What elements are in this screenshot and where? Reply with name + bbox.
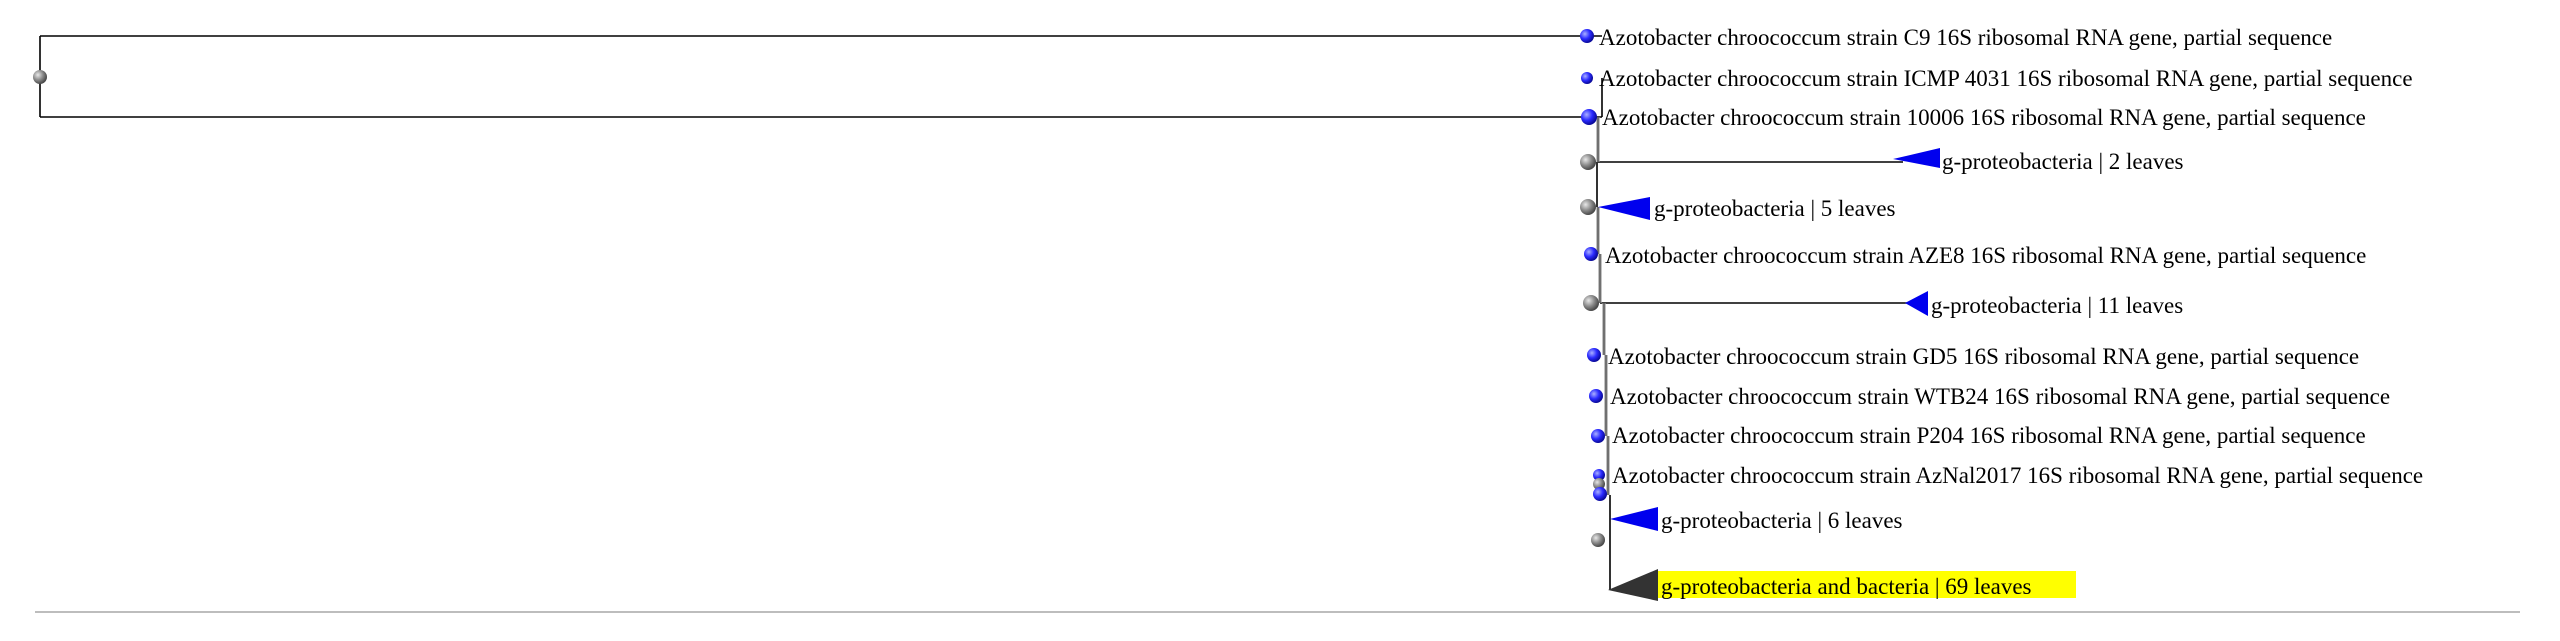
leaf-node-wtb24[interactable]: [1589, 389, 1603, 403]
collapsed-clade-5-leaves[interactable]: [1598, 197, 1650, 220]
clade-label-2-leaves[interactable]: g-proteobacteria | 2 leaves: [1942, 149, 2184, 174]
root-node[interactable]: [33, 70, 47, 84]
internal-node-11-leaves[interactable]: [1583, 295, 1599, 311]
leaf-node-10006[interactable]: [1581, 109, 1597, 125]
leaf-label-aze8[interactable]: Azotobacter chroococcum strain AZE8 16S …: [1605, 243, 2366, 268]
leaf-label-c9[interactable]: Azotobacter chroococcum strain C9 16S ri…: [1599, 25, 2332, 50]
leaf-label-p204[interactable]: Azotobacter chroococcum strain P204 16S …: [1612, 423, 2366, 448]
collapsed-clades: [1598, 148, 1940, 601]
internal-node-aznal2017[interactable]: [1593, 478, 1605, 490]
leaf-node-p204[interactable]: [1591, 429, 1605, 443]
leaf-node-aze8[interactable]: [1584, 247, 1598, 261]
highlight-69-leaves: [1658, 571, 2076, 598]
collapsed-clade-6-leaves[interactable]: [1610, 507, 1658, 531]
collapsed-clade-69-leaves[interactable]: [1608, 569, 1658, 601]
leaf-node-gd5[interactable]: [1587, 348, 1601, 362]
clade-label-11-leaves[interactable]: g-proteobacteria | 11 leaves: [1931, 293, 2183, 318]
clade-label-6-leaves[interactable]: g-proteobacteria | 6 leaves: [1661, 508, 1903, 533]
root-branch: [39, 35, 1602, 118]
leaf-label-aznal2017[interactable]: Azotobacter chroococcum strain AzNal2017…: [1612, 463, 2423, 488]
leaf-node-c9[interactable]: [1580, 29, 1594, 43]
leaf-label-icmp-4031[interactable]: Azotobacter chroococcum strain ICMP 4031…: [1599, 66, 2413, 91]
collapsed-clade-11-leaves[interactable]: [1905, 291, 1928, 316]
internal-node-2-leaves[interactable]: [1580, 154, 1596, 170]
leaf-label-wtb24[interactable]: Azotobacter chroococcum strain WTB24 16S…: [1610, 384, 2390, 409]
clade-label-5-leaves[interactable]: g-proteobacteria | 5 leaves: [1654, 196, 1896, 221]
leaf-label-gd5[interactable]: Azotobacter chroococcum strain GD5 16S r…: [1608, 344, 2359, 369]
clade-label-69-leaves[interactable]: g-proteobacteria and bacteria | 69 leave…: [1661, 574, 2032, 599]
leaf-label-10006[interactable]: Azotobacter chroococcum strain 10006 16S…: [1602, 105, 2366, 130]
leaf-node-icmp-4031[interactable]: [1581, 72, 1593, 84]
leaf-node-aznal2017-b[interactable]: [1593, 487, 1607, 501]
internal-node-6-leaves[interactable]: [1591, 533, 1605, 547]
leaf-labels: Azotobacter chroococcum strain C9 16S ri…: [1599, 25, 2423, 599]
internal-node-5-leaves[interactable]: [1580, 199, 1596, 215]
collapsed-clade-2-leaves[interactable]: [1893, 148, 1940, 168]
leaf-node-aznal2017[interactable]: [1593, 469, 1605, 481]
tree-nodes: [33, 29, 1607, 547]
clade-backbone-shadow: [1596, 117, 1610, 495]
